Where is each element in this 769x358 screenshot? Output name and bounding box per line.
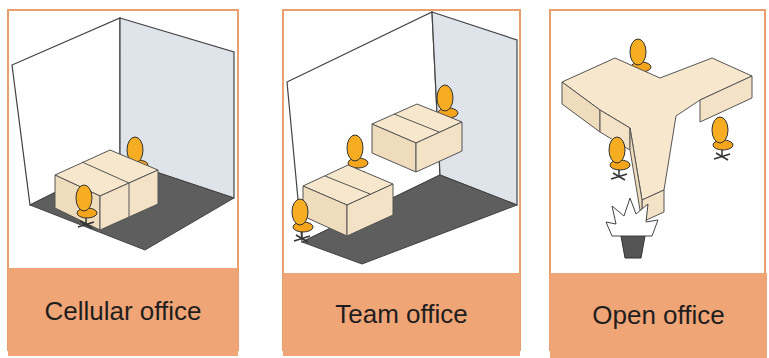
desk-divider: [82, 162, 129, 183]
desk-divider: [129, 183, 130, 217]
desk-side: [372, 124, 416, 172]
desk-divider: [325, 176, 370, 194]
back-wall: [432, 12, 517, 205]
label-band: Team office: [283, 273, 520, 356]
label-band: Cellular office: [8, 268, 238, 356]
desk-front: [347, 184, 393, 236]
office-type-label: Cellular office: [44, 297, 201, 327]
chair: [76, 185, 97, 228]
office-type-label: Team office: [335, 300, 467, 330]
plant-leaves: [606, 198, 658, 236]
label-band: Open office: [550, 273, 767, 358]
desk-front: [700, 76, 752, 122]
desk-side: [562, 82, 600, 132]
desk-front: [416, 122, 462, 172]
office-type-label: Open office: [592, 301, 725, 331]
chair: [292, 199, 313, 242]
plant-pot: [621, 236, 645, 258]
desk-front: [100, 170, 158, 230]
chair: [712, 117, 733, 160]
desk-side: [55, 175, 100, 230]
desk-divider: [394, 114, 439, 132]
desk-top: [562, 58, 752, 200]
chair: [609, 137, 630, 180]
